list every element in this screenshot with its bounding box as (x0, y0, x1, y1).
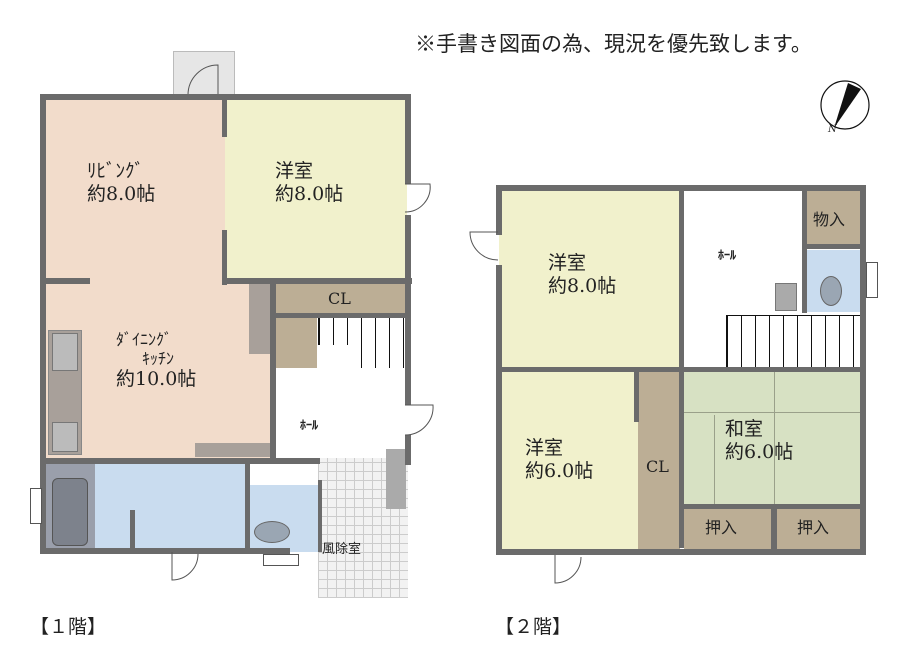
dining-label: ﾀﾞｲﾆﾝｸﾞ ｷｯﾁﾝ 約10.0帖 (116, 330, 197, 391)
room-closet-1f (275, 282, 407, 315)
windbreak-label: 風除室 (322, 542, 362, 557)
stove-icon (52, 422, 78, 452)
fridge-space (249, 282, 271, 354)
room-oshiire-1 (684, 508, 772, 550)
north-arrow-icon: N (820, 80, 870, 135)
toilet-2f-icon (820, 276, 842, 306)
hall-1f-label: ﾎｰﾙ (300, 418, 319, 432)
storage-label: 物入 (813, 210, 846, 229)
bathtub-icon (52, 478, 88, 546)
window-toilet-2f (866, 262, 878, 298)
western-8-2f-label: 洋室 約8.0帖 (548, 252, 617, 297)
floor2-plan: 洋室 約8.0帖 ﾎｰﾙ 物入 洋室 約6.0帖 CL 和室 約6.0帖 押入 … (469, 185, 878, 584)
disclaimer-note: ※手書き図面の為、現況を優先致します。 (415, 32, 812, 56)
oshiire-2-label: 押入 (797, 518, 830, 537)
western-6-2f-label: 洋室 約6.0帖 (525, 437, 594, 482)
room-western-1f (225, 97, 407, 282)
window-toilet (263, 554, 299, 566)
floor1-title: 【１階】 (30, 616, 107, 638)
room-closet-2f (638, 372, 680, 550)
room-hall-1f (272, 368, 407, 448)
room-washroom (95, 462, 247, 552)
living-label: ﾘﾋﾞﾝｸﾞ 約8.0帖 (87, 160, 156, 205)
japanese-label: 和室 約6.0帖 (725, 418, 794, 463)
cupboard-dining (195, 443, 270, 457)
staircase-2f (726, 315, 863, 370)
closet-2f-label: CL (646, 457, 669, 476)
room-storage (804, 190, 860, 244)
closet-1f-label: CL (328, 289, 351, 308)
room-japanese (684, 372, 862, 505)
north-label: N (828, 124, 837, 135)
toilet-icon (254, 521, 290, 543)
sink-2f-icon (775, 283, 797, 311)
under-stair-storage (275, 318, 317, 368)
sink-icon (52, 333, 78, 371)
floor1-plan: ﾘﾋﾞﾝｸﾞ 約8.0帖 洋室 約8.0帖 CL ﾀﾞｲﾆﾝｸﾞ ｷｯﾁﾝ 約1… (0, 0, 450, 600)
window-bath (30, 488, 42, 524)
western-1f-label: 洋室 約8.0帖 (275, 160, 344, 205)
hall-2f-label: ﾎｰﾙ (718, 248, 737, 262)
room-western-8-2f (499, 188, 681, 370)
room-western-6-2f (499, 372, 639, 550)
room-oshiire-2 (777, 508, 862, 550)
floor2-title: 【２階】 (495, 616, 572, 638)
oshiire-1-label: 押入 (705, 518, 738, 537)
porch-top (173, 51, 235, 95)
room-living (42, 97, 225, 279)
shoe-cabinet (386, 449, 406, 509)
